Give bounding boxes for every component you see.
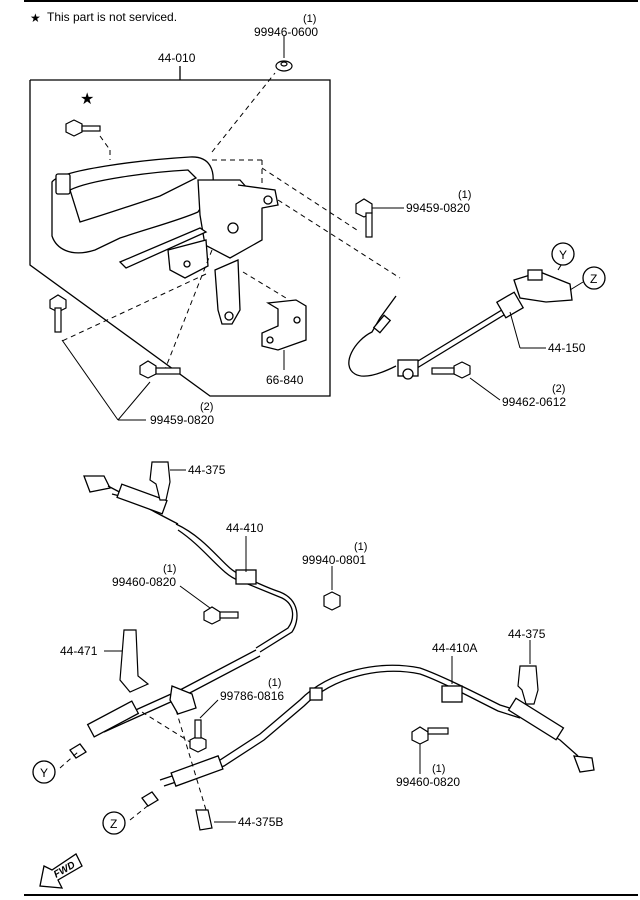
leader-99459-left — [61, 339, 151, 421]
callout-44-375B: 44-375B — [238, 815, 283, 829]
leader-dashes-box — [59, 72, 401, 373]
bolt-icon — [203, 606, 239, 625]
leader-99786 — [199, 699, 219, 719]
callout-44-471: 44-471 — [60, 644, 98, 658]
top-border — [24, 0, 638, 2]
callout-99786-0816: 99786-0816 — [220, 689, 284, 703]
front-cable-44-150 — [348, 269, 573, 380]
nut-icon — [275, 60, 293, 72]
connector-z-bottom-label: Z — [110, 817, 117, 831]
clip-44-375B — [195, 809, 213, 831]
callout-66-840: 66-840 — [266, 373, 304, 387]
bolt-icon — [355, 198, 373, 238]
bolt-icon — [411, 726, 449, 745]
fwd-arrow-icon — [39, 853, 83, 889]
connector-y-top-label: Y — [559, 248, 567, 262]
callout-99940-0801: 99940-0801 — [302, 553, 366, 567]
callout-44-010: 44-010 — [158, 51, 196, 65]
connector-z-bottom — [102, 811, 126, 835]
qty-99946: (1) — [303, 13, 316, 25]
lever-assembly-box — [29, 66, 331, 397]
rear-cable-44-410A — [141, 664, 595, 807]
qty-99459-left: (2) — [200, 401, 213, 413]
bolt-icon — [139, 360, 181, 379]
qty-99786: (1) — [268, 677, 281, 689]
qty-99460-right: (1) — [432, 763, 445, 775]
connector-y-top — [551, 242, 575, 266]
connector-z-top — [582, 266, 606, 290]
callout-44-375-top: 44-375 — [188, 463, 226, 477]
clip-44-375-right — [517, 665, 539, 705]
qty-99940: (1) — [354, 541, 367, 553]
callout-99460-0820-right: 99460-0820 — [396, 775, 460, 789]
fwd-label: FWD — [52, 860, 77, 881]
bolt-icon — [189, 719, 207, 753]
note-text: This part is not serviced. — [47, 10, 177, 24]
callout-44-410: 44-410 — [226, 521, 264, 535]
callout-99459-0820-left: 99459-0820 — [150, 413, 214, 427]
connector-y-bottom — [32, 760, 56, 784]
qty-99459-right: (1) — [458, 189, 471, 201]
note-star: ★ — [30, 11, 41, 25]
star-marker: ★ — [80, 91, 94, 108]
parking-brake-lever — [51, 156, 279, 325]
callout-99460-0820-left: 99460-0820 — [112, 575, 176, 589]
qty-99460-left: (1) — [163, 563, 176, 575]
nut-icon — [323, 591, 341, 611]
leader-44-150 — [469, 261, 584, 401]
bolt-icon — [65, 119, 101, 137]
qty-99462: (2) — [552, 383, 565, 395]
connector-y-bottom-label: Y — [40, 766, 48, 780]
leader-99460-left — [179, 585, 211, 609]
callout-44-375-right: 44-375 — [508, 627, 546, 641]
callout-44-410A: 44-410A — [432, 641, 477, 655]
leader-dashes-lower — [59, 709, 207, 821]
callout-99946-0600: 99946-0600 — [254, 25, 318, 39]
callout-44-150: 44-150 — [548, 341, 586, 355]
bolt-icon — [49, 294, 67, 333]
clip-44-471 — [119, 629, 150, 693]
clip-44-375-top — [149, 461, 171, 501]
callout-99459-0820-right: 99459-0820 — [406, 201, 470, 215]
bolt-icon — [431, 361, 471, 379]
rear-cable-44-410 — [69, 475, 298, 759]
callout-99462-0612: 99462-0612 — [502, 395, 566, 409]
connector-z-top-label: Z — [590, 272, 597, 286]
bottom-border — [24, 894, 638, 896]
bracket-66-840 — [261, 299, 307, 351]
